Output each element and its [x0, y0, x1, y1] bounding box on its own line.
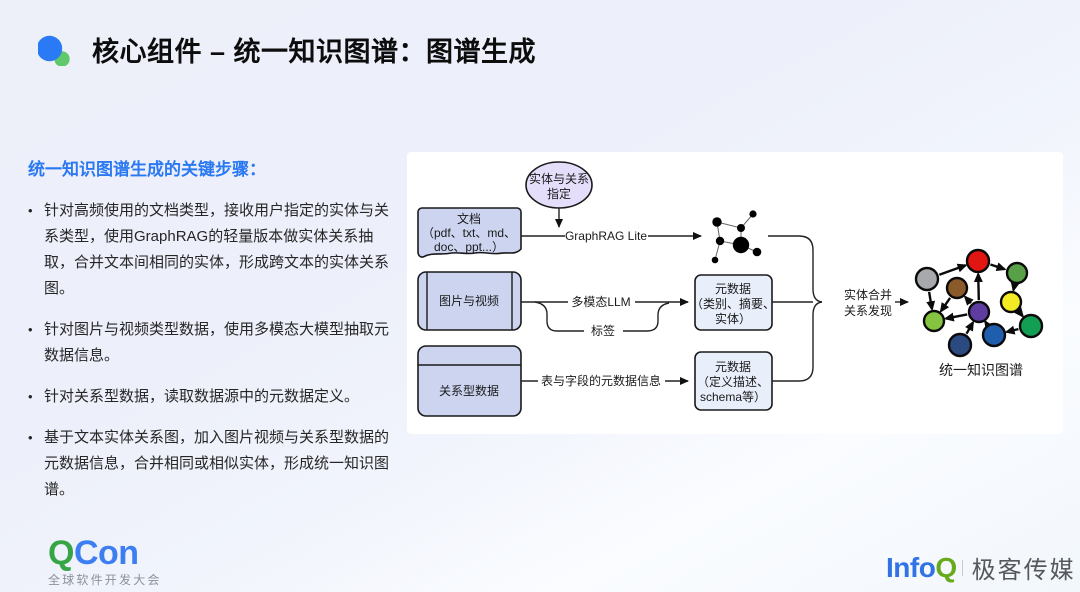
svg-text:schema等）: schema等） — [700, 390, 766, 404]
graph-node-blue — [981, 322, 1007, 348]
infoq-logo: InfoQ 极客传媒 — [886, 550, 1076, 585]
graph-node-green-right — [1018, 313, 1044, 339]
graph-node-dark-blue — [947, 332, 973, 358]
infoq-logo-q: Q — [935, 551, 957, 583]
svg-text:关系型数据: 关系型数据 — [439, 383, 499, 398]
list-item: 基于文本实体关系图，加入图片视频与关系型数据的元数据信息，合并相同或相似实体，形… — [28, 425, 400, 503]
svg-text:（pdf、txt、md、: （pdf、txt、md、 — [422, 226, 516, 240]
qcon-logo-q: Q — [48, 534, 74, 572]
svg-text:图片与视频: 图片与视频 — [439, 293, 499, 308]
graph-node-green-top — [1005, 261, 1029, 285]
entity-relation-graph-icon — [711, 210, 762, 264]
infoq-divider — [961, 559, 963, 576]
svg-text:元数据: 元数据 — [715, 359, 751, 374]
list-item: 针对图片与视频类型数据，使用多模态大模型抽取元数据信息。 — [28, 317, 400, 369]
slide-logo-icon — [38, 35, 70, 66]
unified-graph-label: 统一知识图谱 — [939, 362, 1023, 378]
infoq-logo-info: Info — [886, 551, 936, 583]
list-item: 针对关系型数据，读取数据源中的元数据定义。 — [28, 384, 400, 410]
graph-node-brown — [945, 276, 969, 300]
graph-node-light-green — [922, 309, 946, 333]
tag-line-right — [623, 302, 670, 332]
graph-node-purple — [967, 300, 991, 324]
metadata-relational-node: 元数据 （定义描述、 schema等） — [694, 351, 773, 411]
svg-text:（类别、摘要、: （类别、摘要、 — [691, 296, 775, 311]
section-heading: 统一知识图谱生成的关键步骤： — [28, 160, 266, 179]
document-node: 文档 （pdf、txt、md、 doc、ppt...） — [417, 207, 522, 258]
image-video-node: 图片与视频 — [417, 271, 522, 331]
graph-node-gray — [914, 266, 940, 292]
key-steps-list: 针对高频使用的文档类型，接收用户指定的实体与关系类型，使用GraphRAG的轻量… — [28, 198, 400, 503]
merge-brace — [768, 235, 823, 382]
table-field-label: 表与字段的元数据信息 — [541, 373, 661, 388]
merge-label-line2: 关系发现 — [844, 303, 892, 318]
key-steps-section: 统一知识图谱生成的关键步骤： 针对高频使用的文档类型，接收用户指定的实体与关系类… — [28, 155, 400, 518]
unified-knowledge-graph: 统一知识图谱 — [914, 248, 1044, 378]
relational-data-node: 关系型数据 — [417, 345, 522, 417]
diagram-panel: 实体与关系 指定 文档 （pdf、txt、md、 doc、ppt...） Gra… — [407, 152, 1063, 434]
entity-relation-spec-node: 实体与关系 指定 — [525, 161, 593, 209]
flow-diagram: 实体与关系 指定 文档 （pdf、txt、md、 doc、ppt...） Gra… — [417, 161, 1044, 417]
list-item: 针对高频使用的文档类型，接收用户指定的实体与关系类型，使用GraphRAG的轻量… — [28, 198, 400, 302]
qcon-logo: QCon 全球软件开发大会 — [48, 536, 162, 588]
svg-text:元数据: 元数据 — [715, 281, 751, 296]
tag-line-left — [534, 301, 584, 332]
svg-text:指定: 指定 — [547, 186, 571, 201]
graph-node-red — [965, 248, 991, 274]
qcon-logo-con: Con — [73, 534, 139, 572]
tag-label: 标签 — [591, 323, 615, 338]
slide-header: 核心组件 – 统一知识图谱：图谱生成 — [38, 30, 536, 69]
graphrag-label: GraphRAG Lite — [565, 229, 647, 243]
metadata-media-node: 元数据 （类别、摘要、 实体） — [691, 274, 775, 331]
svg-text:（定义描述、: （定义描述、 — [697, 374, 769, 389]
svg-text:实体）: 实体） — [715, 311, 751, 326]
infoq-media-label: 极客传媒 — [971, 557, 1076, 584]
qcon-subtitle: 全球软件开发大会 — [48, 573, 162, 587]
graph-node-yellow — [999, 290, 1023, 314]
svg-text:文档: 文档 — [457, 211, 481, 226]
svg-text:doc、ppt...）: doc、ppt...） — [434, 240, 504, 254]
page-title: 核心组件 – 统一知识图谱：图谱生成 — [92, 37, 537, 67]
merge-label-line1: 实体合并 — [844, 287, 892, 302]
svg-text:实体与关系: 实体与关系 — [529, 171, 589, 186]
multimodal-label: 多模态LLM — [571, 295, 630, 309]
